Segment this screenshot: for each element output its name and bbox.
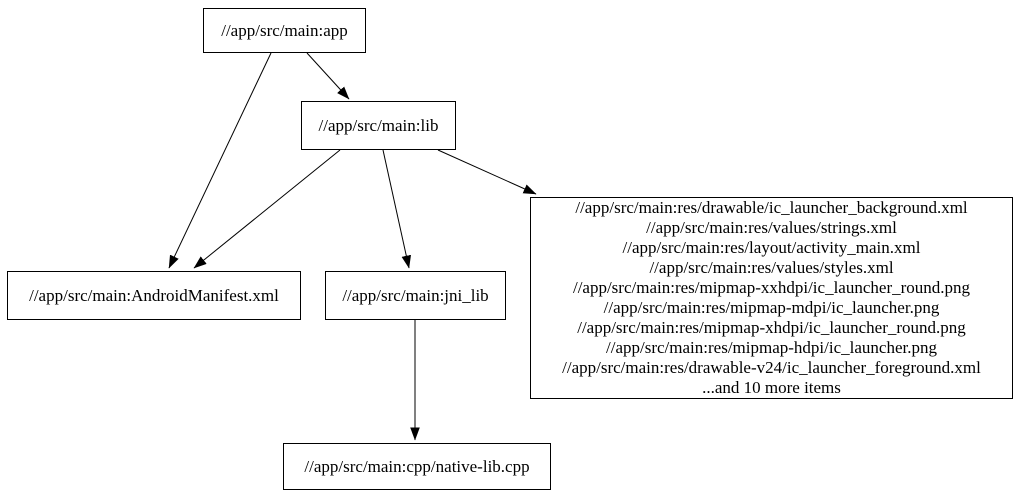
res-file-line: //app/src/main:res/values/styles.xml [649, 258, 894, 277]
node-res-file-group: //app/src/main:res/drawable/ic_launcher_… [530, 197, 1013, 399]
res-file-line: //app/src/main:res/drawable-v24/ic_launc… [562, 358, 981, 377]
edge-lib-to-jni-lib [382, 149, 411, 269]
edge-lib-to-manifest [193, 149, 341, 269]
node-jni-lib: //app/src/main:jni_lib [325, 271, 506, 320]
edge-app-to-lib [306, 52, 350, 100]
res-file-line: //app/src/main:res/mipmap-xxhdpi/ic_laun… [572, 278, 971, 297]
node-android-manifest-label: //app/src/main:AndroidManifest.xml [29, 285, 279, 305]
res-file-line: //app/src/main:res/mipmap-mdpi/ic_launch… [603, 298, 940, 317]
node-lib-label: //app/src/main:lib [318, 115, 439, 135]
node-native-lib-cpp: //app/src/main:cpp/native-lib.cpp [283, 443, 551, 490]
node-lib: //app/src/main:lib [301, 101, 456, 150]
edge-lib-to-res-group [437, 149, 537, 195]
edge-app-to-manifest [168, 52, 272, 269]
res-file-line: //app/src/main:res/drawable/ic_launcher_… [575, 198, 968, 217]
res-file-line: //app/src/main:res/values/strings.xml [646, 218, 897, 237]
res-file-line: //app/src/main:res/mipmap-hdpi/ic_launch… [606, 338, 937, 357]
res-file-line: //app/src/main:res/layout/activity_main.… [622, 238, 921, 257]
node-android-manifest: //app/src/main:AndroidManifest.xml [7, 271, 301, 320]
res-more-items-line: ...and 10 more items [702, 378, 841, 397]
node-app: //app/src/main:app [203, 8, 366, 53]
node-jni-lib-label: //app/src/main:jni_lib [342, 285, 489, 305]
node-native-lib-cpp-label: //app/src/main:cpp/native-lib.cpp [304, 456, 530, 476]
node-app-label: //app/src/main:app [221, 20, 348, 40]
res-file-line: //app/src/main:res/mipmap-xhdpi/ic_launc… [577, 318, 966, 337]
